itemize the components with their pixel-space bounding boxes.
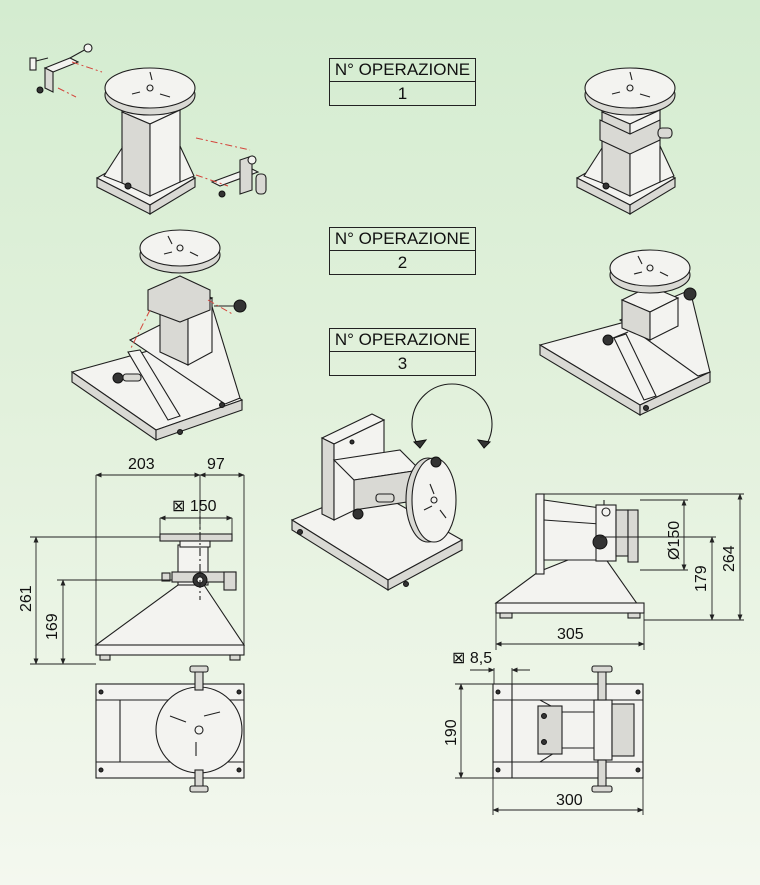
operation-box-3: N° OPERAZIONE 3 <box>329 328 476 376</box>
dim-front-height-plate: 169 <box>44 613 61 640</box>
iso-view-step2-exploded <box>70 229 247 442</box>
dim-side-length: 305 <box>557 626 584 643</box>
top-view-left <box>95 665 245 793</box>
dim-side-height-mid: 179 <box>693 565 710 592</box>
operation-label: N° OPERAZIONE <box>330 329 475 352</box>
operation-number: 2 <box>397 253 408 272</box>
dim-front-height-total: 261 <box>18 585 35 612</box>
dim-front-plate: ⊠ 150 <box>172 498 217 515</box>
iso-view-step1-assembled <box>575 67 677 215</box>
iso-view-step3-tilted <box>290 383 493 591</box>
dim-side-diameter: Ø150 <box>666 521 683 560</box>
side-view: Ø150 179 264 305 <box>494 493 744 650</box>
dim-side-height-total: 264 <box>721 545 738 572</box>
dim-top-length: 300 <box>556 792 583 809</box>
dim-top-width: 190 <box>443 719 460 746</box>
dim-top-thickness: ⊠ 8,5 <box>452 650 492 667</box>
operation-box-2: N° OPERAZIONE 2 <box>329 227 476 275</box>
operation-box-1: N° OPERAZIONE 1 <box>329 58 476 106</box>
dim-front-width-right: 97 <box>207 456 225 473</box>
front-view: 203 97 ⊠ 150 261 169 <box>18 456 246 665</box>
operation-label: N° OPERAZIONE <box>330 228 475 251</box>
iso-view-step1-exploded <box>29 43 267 215</box>
operation-label: N° OPERAZIONE <box>330 59 475 82</box>
operation-number: 1 <box>397 84 408 103</box>
dim-front-width-left: 203 <box>128 456 155 473</box>
top-view-right: ⊠ 8,5 190 300 <box>443 650 644 815</box>
operation-number: 3 <box>397 354 408 373</box>
iso-view-step2-assembled <box>538 249 712 416</box>
